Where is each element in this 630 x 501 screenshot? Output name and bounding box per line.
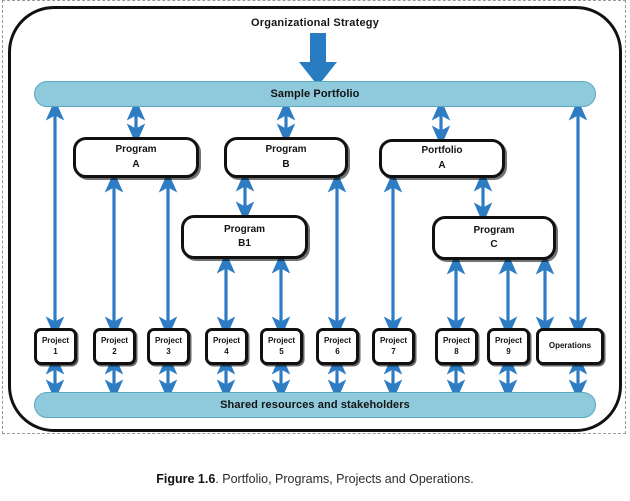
page-dashed-border <box>2 0 626 434</box>
node-program-a[interactable]: Program A <box>73 137 199 178</box>
project-number: 1 <box>53 346 58 356</box>
node-line2: C <box>490 239 498 250</box>
program-a-to-projects-arrows <box>104 171 178 338</box>
strategy-arrow <box>299 33 337 86</box>
projects-to-shared-resources-arrows <box>45 353 588 401</box>
node-line2: B <box>282 158 290 170</box>
project-label: Project <box>379 335 408 345</box>
node-program-c[interactable]: Program C <box>432 216 556 260</box>
node-line1: Portfolio <box>421 145 463 156</box>
operations-box[interactable]: Operations <box>536 328 604 365</box>
portfolio-to-edge-arrows <box>45 99 588 338</box>
node-program-b1[interactable]: Program B1 <box>181 215 308 259</box>
project-number: 2 <box>112 346 117 356</box>
node-line1: Program <box>115 144 157 155</box>
project-number: 6 <box>335 346 340 356</box>
project-label: Project <box>442 335 471 345</box>
node-line2: B1 <box>238 238 251 249</box>
project-label: Project <box>212 335 241 345</box>
project-number: 4 <box>224 346 229 356</box>
project-label: Project <box>323 335 352 345</box>
node-line2: A <box>132 158 140 170</box>
sample-portfolio-bar[interactable]: Sample Portfolio <box>34 81 596 107</box>
organizational-strategy-label: Organizational Strategy <box>250 17 380 29</box>
node-program-b[interactable]: Program B <box>224 137 348 178</box>
project-label: Project <box>267 335 296 345</box>
project-number: 9 <box>506 346 511 356</box>
portfolio-to-program-arrows <box>126 99 451 147</box>
project-label: Project <box>100 335 129 345</box>
program-c-to-projects-arrows <box>446 253 555 338</box>
figure-caption-text: . Portfolio, Programs, Projects and Oper… <box>215 472 474 486</box>
project-number: 8 <box>454 346 459 356</box>
figure-caption: Figure 1.6. Portfolio, Programs, Project… <box>0 472 630 486</box>
shared-resources-bar[interactable]: Shared resources and stakeholders <box>34 392 596 418</box>
node-line1: Program <box>473 224 515 236</box>
node-portfolio-a[interactable]: Portfolio A <box>379 139 505 178</box>
project-number: 3 <box>166 346 171 356</box>
project-label: Project <box>154 335 183 345</box>
project-label: Project <box>41 335 70 345</box>
node-line1: Program <box>265 144 307 155</box>
program-b1-to-projects-arrows <box>216 252 291 338</box>
node-line1: Program <box>223 223 266 235</box>
program-to-subprogram-arrows <box>235 170 493 224</box>
project-label: Project <box>494 335 523 345</box>
figure-number: Figure 1.6 <box>156 472 216 486</box>
project-number: 7 <box>391 346 396 356</box>
project-number: 5 <box>279 346 284 356</box>
operations-label: Operations <box>548 341 592 351</box>
node-line2: A <box>438 159 446 171</box>
